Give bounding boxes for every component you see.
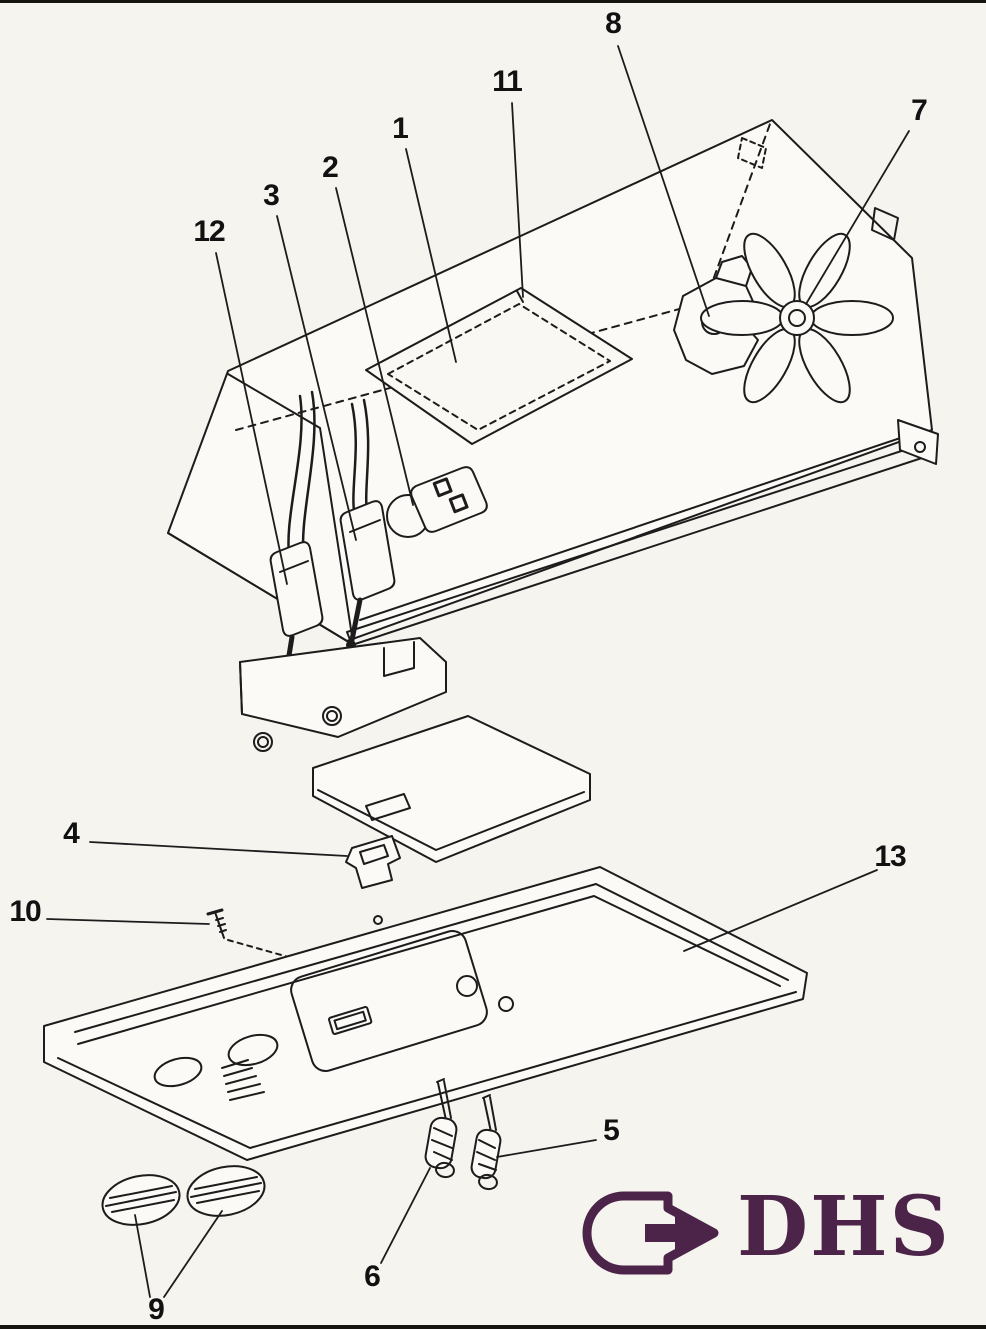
scan-edge-top	[0, 0, 986, 3]
dhs-logo-icon	[582, 1191, 719, 1275]
knob-right	[186, 1165, 266, 1217]
thermostat-part-2	[386, 466, 488, 538]
terminal-block-4	[345, 835, 401, 889]
callout-3-leader	[276, 215, 357, 541]
igniter-bulb-6	[424, 1078, 458, 1179]
callout-8-leader	[617, 45, 710, 317]
igniter-bulb-5	[470, 1094, 502, 1191]
scan-edge-bottom	[0, 1325, 986, 1329]
callout-13-leader	[683, 869, 878, 952]
knob-left	[101, 1174, 181, 1226]
callout-2-leader	[335, 187, 414, 506]
callout-5-leader	[496, 1139, 597, 1158]
callout-12-leader	[215, 252, 288, 585]
inner-panel	[365, 287, 633, 445]
bottom-panel-13	[43, 866, 808, 1161]
mounting-bracket	[239, 637, 447, 752]
callout-10-leader	[46, 918, 210, 925]
lower-bracket	[312, 715, 591, 863]
dhs-logo-text: DHS	[737, 1179, 951, 1275]
callout-9-leader	[134, 1214, 151, 1298]
callout-7-leader	[805, 130, 910, 305]
front-rail	[346, 419, 939, 646]
callout-9-leader	[163, 1210, 223, 1298]
callout-6-leader	[380, 1167, 431, 1264]
switch-part-3	[339, 500, 396, 650]
callout-11-leader	[511, 102, 524, 298]
callout-1-leader	[405, 148, 457, 363]
callout-4-leader	[89, 841, 348, 857]
screw-10	[206, 908, 293, 959]
